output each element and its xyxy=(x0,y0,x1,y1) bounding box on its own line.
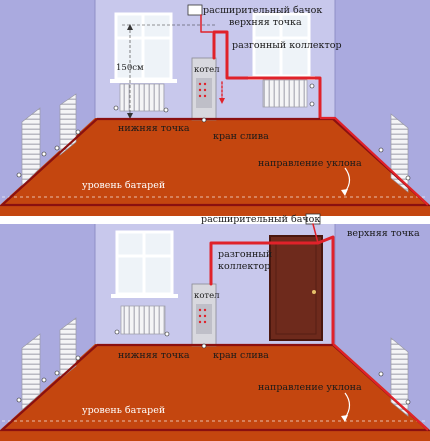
top-radiator-level-label: уровень батарей xyxy=(82,180,165,191)
top-top-point-label: верхняя точка xyxy=(229,17,302,28)
top-expansion-tank-label: расширительный бачок xyxy=(203,5,322,16)
bottom-supply-loop xyxy=(332,343,429,431)
bottom-radiator-left-1 xyxy=(21,333,41,411)
bottom-boiler-label: котел xyxy=(194,291,220,301)
top-expansion-tank xyxy=(187,4,203,16)
top-window-right xyxy=(248,12,315,80)
top-height-label: 150см xyxy=(116,63,144,73)
bottom-expansion-tank-label: расширительный бачок xyxy=(201,214,320,225)
top-radiator-left-1 xyxy=(21,107,41,187)
bottom-door xyxy=(269,235,323,341)
bottom-window xyxy=(111,230,178,298)
top-panel: расширительный бачок верхняя точка разго… xyxy=(0,0,430,216)
top-riser-label: разгонный коллектор xyxy=(232,40,342,51)
bottom-radiator-left-2 xyxy=(59,317,77,380)
bottom-radiator-back xyxy=(120,305,166,335)
top-radiator-left-2 xyxy=(59,93,77,156)
top-pipes xyxy=(200,14,322,120)
top-boiler-label: котел xyxy=(194,65,220,75)
bottom-riser-label-1: разгонный xyxy=(218,249,272,260)
top-radiator-back-left xyxy=(119,83,165,112)
bottom-drain-valve-label: кран слива xyxy=(213,350,269,361)
top-floor xyxy=(0,118,430,216)
bottom-radiator-right xyxy=(390,337,409,417)
top-bottom-point-label: нижняя точка xyxy=(118,123,190,134)
top-slope-label: направление уклона xyxy=(258,158,362,169)
bottom-boiler xyxy=(191,283,217,347)
top-radiator-right xyxy=(390,113,409,193)
bottom-riser-label-2: коллектор xyxy=(218,261,270,272)
top-boiler xyxy=(191,57,217,121)
bottom-top-point-label: верхняя точка xyxy=(347,228,420,239)
bottom-panel: расширительный бачок верхняя точка разго… xyxy=(0,213,430,441)
top-drain-valve-label: кран слива xyxy=(213,131,269,142)
top-valves xyxy=(16,83,411,181)
bottom-radiator-level-label: уровень батарей xyxy=(82,405,165,416)
bottom-bottom-point-label: нижняя точка xyxy=(118,350,190,361)
top-radiator-back-right xyxy=(262,79,308,108)
bottom-valves xyxy=(16,329,411,405)
bottom-pipes xyxy=(209,223,335,346)
panel-separator xyxy=(0,216,430,224)
bottom-slope-label: направление уклона xyxy=(258,382,362,393)
top-supply-loop xyxy=(320,116,429,206)
bottom-floor xyxy=(0,344,430,441)
